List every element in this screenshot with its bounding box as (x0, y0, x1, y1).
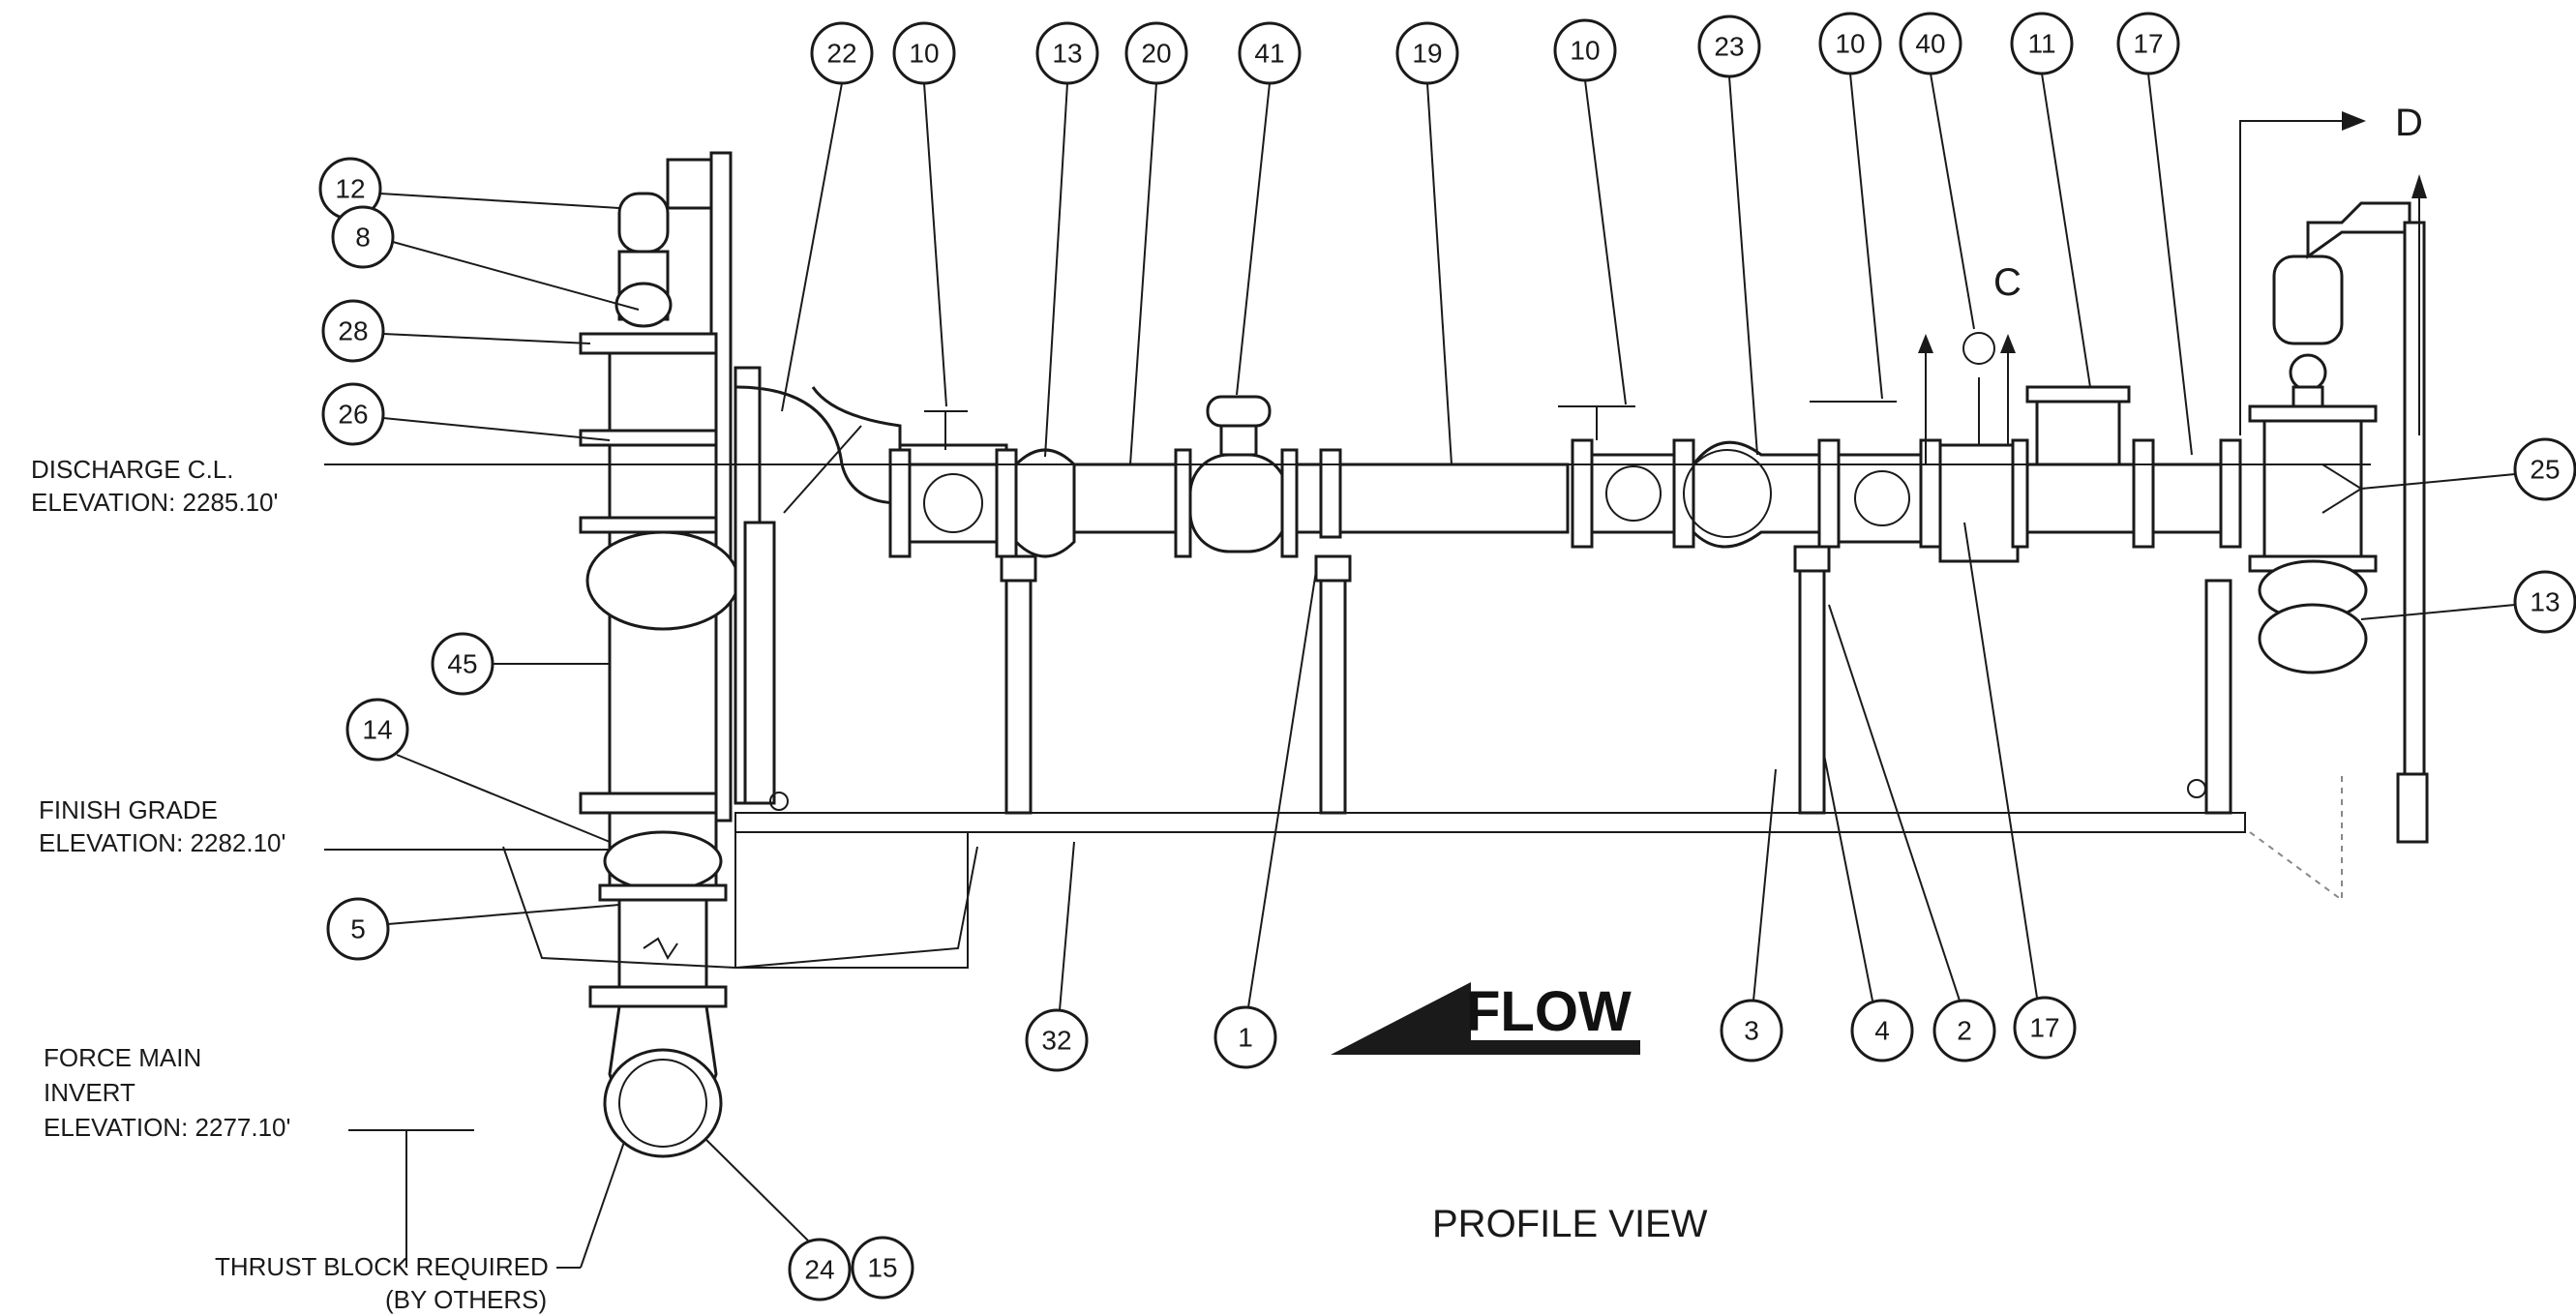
flow-label: FLOW (1466, 980, 1632, 1043)
balloon-10c: 10 (1818, 12, 1883, 400)
flow-arrow: FLOW (1331, 980, 1640, 1055)
svg-text:17: 17 (2029, 1013, 2059, 1043)
balloon-5: 5 (326, 897, 620, 961)
balloons-right: 25 13 (2360, 437, 2576, 634)
balloons-bottom: 32 1 3 4 2 17 (1025, 522, 2077, 1072)
force-main-note-line1: FORCE MAIN (44, 1043, 201, 1072)
section-d-label: D (2395, 102, 2423, 144)
svg-text:26: 26 (338, 400, 368, 430)
balloon-25: 25 (2360, 437, 2576, 501)
balloon-45: 45 (431, 632, 610, 696)
balloon-4: 4 (1823, 754, 1914, 1062)
balloons-top: 22 10 13 20 41 19 10 23 10 40 11 17 (781, 12, 2193, 465)
section-marks: C D (1918, 102, 2427, 464)
balloon-13b: 13 (2360, 570, 2576, 634)
balloon-13a: 13 (1035, 21, 1099, 458)
svg-text:23: 23 (1714, 32, 1744, 62)
svg-text:41: 41 (1254, 39, 1284, 69)
balloon-10a: 10 (892, 21, 956, 407)
balloon-17b: 17 (1963, 522, 2077, 1060)
svg-text:40: 40 (1915, 29, 1945, 59)
discharge-note-line2: ELEVATION: 2285.10' (31, 488, 278, 517)
thrust-block-note-line2: (BY OTHERS) (385, 1285, 547, 1314)
svg-text:22: 22 (826, 39, 856, 69)
svg-text:1: 1 (1238, 1023, 1253, 1053)
balloon-41: 41 (1236, 21, 1302, 396)
balloon-1: 1 (1213, 570, 1317, 1069)
svg-text:3: 3 (1744, 1016, 1759, 1046)
svg-text:19: 19 (1412, 39, 1442, 69)
balloon-14: 14 (345, 698, 611, 843)
svg-text:25: 25 (2530, 455, 2560, 485)
svg-text:24: 24 (804, 1255, 834, 1285)
horizontal-header (734, 201, 2429, 844)
pipe-supports (1000, 545, 2343, 902)
balloon-20: 20 (1124, 21, 1188, 465)
svg-text:13: 13 (1052, 39, 1082, 69)
balloon-15: 15 (851, 1236, 914, 1300)
balloon-40: 40 (1899, 12, 1975, 330)
svg-text:4: 4 (1874, 1016, 1890, 1046)
svg-text:14: 14 (362, 715, 392, 745)
finish-grade-note-line1: FINISH GRADE (39, 795, 218, 824)
balloon-32: 32 (1025, 841, 1089, 1072)
elevation-notes: DISCHARGE C.L. ELEVATION: 2285.10' FINIS… (31, 455, 625, 1314)
svg-text:8: 8 (355, 223, 371, 253)
balloon-8: 8 (331, 205, 640, 311)
balloon-26: 26 (321, 382, 611, 446)
balloon-17a: 17 (2116, 12, 2193, 456)
balloon-22: 22 (781, 21, 874, 412)
discharge-note-line1: DISCHARGE C.L. (31, 455, 234, 484)
balloon-24: 24 (705, 1139, 852, 1301)
balloon-23: 23 (1697, 15, 1761, 456)
drain-standpipe (734, 366, 789, 811)
balloon-10b: 10 (1553, 18, 1627, 405)
svg-text:32: 32 (1041, 1026, 1071, 1056)
thrust-block-note-line1: THRUST BLOCK REQUIRED (215, 1252, 549, 1281)
balloon-19: 19 (1395, 21, 1459, 465)
svg-text:10: 10 (1835, 29, 1865, 59)
svg-text:20: 20 (1141, 39, 1171, 69)
balloon-12: 12 (318, 157, 620, 221)
svg-text:17: 17 (2133, 29, 2163, 59)
svg-text:2: 2 (1957, 1016, 1972, 1046)
force-main-note-line2: INVERT (44, 1078, 135, 1107)
svg-text:12: 12 (335, 174, 365, 204)
balloons-left: 12 8 28 26 45 14 5 (318, 157, 640, 961)
balloons-lower-left: 24 15 (705, 1139, 914, 1301)
balloon-2: 2 (1828, 604, 1996, 1062)
balloon-11: 11 (2010, 12, 2091, 388)
balloon-3: 3 (1720, 768, 1783, 1062)
force-main-note-line3: ELEVATION: 2277.10' (44, 1113, 290, 1142)
svg-text:11: 11 (2027, 29, 2055, 59)
svg-text:13: 13 (2530, 587, 2560, 617)
balloon-28: 28 (321, 299, 591, 363)
view-title: PROFILE VIEW (1432, 1203, 1708, 1245)
svg-text:15: 15 (867, 1253, 897, 1283)
svg-text:28: 28 (338, 316, 368, 346)
left-riser (502, 151, 2246, 1158)
svg-text:5: 5 (350, 914, 366, 944)
svg-text:45: 45 (447, 649, 477, 679)
svg-text:10: 10 (1570, 36, 1600, 66)
finish-grade-note-line2: ELEVATION: 2282.10' (39, 828, 285, 857)
svg-text:10: 10 (909, 39, 939, 69)
section-c-label: C (1993, 261, 2022, 304)
